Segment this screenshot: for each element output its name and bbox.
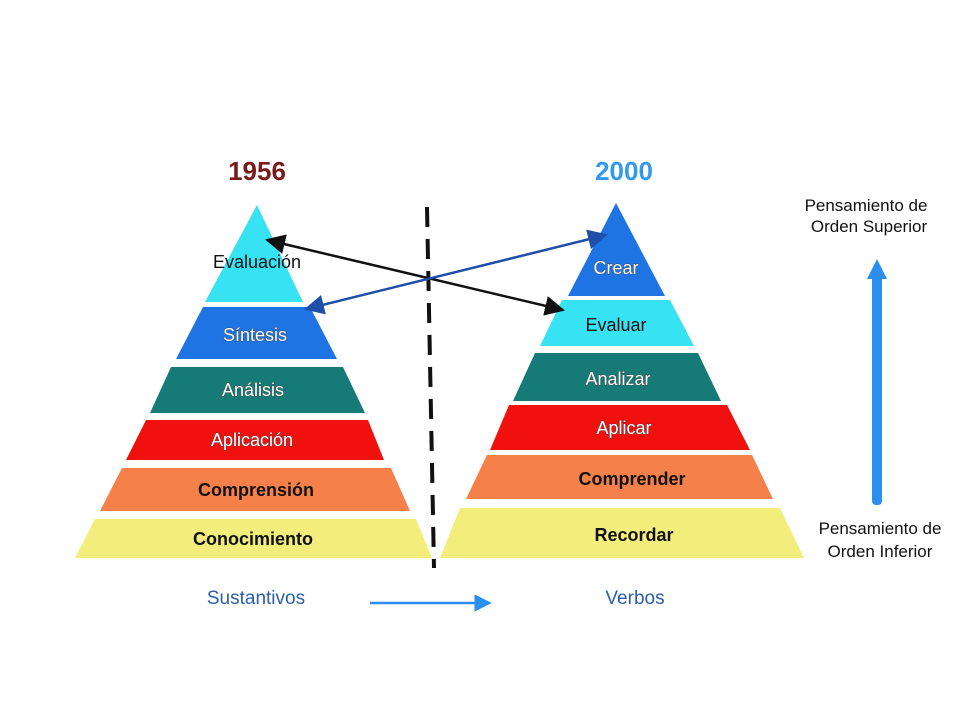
right-caption-verbos: Verbos: [605, 588, 664, 609]
right-pyramid-layer-4: [490, 405, 750, 450]
higher-order-label-line2: Orden Superior: [811, 217, 928, 236]
right-pyramid-2000: CrearEvaluarAnalizarAplicarComprenderRec…: [440, 203, 804, 558]
left-pyramid-layer-5: [100, 468, 410, 511]
left-pyramid-1956: EvaluaciónSíntesisAnálisisAplicaciónComp…: [75, 205, 432, 558]
left-pyramid-layer-2-label: Síntesis: [223, 325, 287, 345]
right-pyramid-layer-3-label: Analizar: [585, 369, 650, 389]
left-pyramid-layer-3-label: Análisis: [222, 380, 284, 400]
right-pyramid-layer-6: [440, 508, 804, 558]
lower-order-label-line1: Pensamiento de: [819, 519, 942, 538]
right-pyramid-layer-5-label: Comprender: [578, 469, 685, 489]
left-pyramid-layer-6-label: Conocimiento: [193, 529, 313, 549]
cross-arrow-evaluacion-evaluar: [265, 234, 565, 316]
lower-order-label-line2: Orden Inferior: [828, 542, 933, 561]
left-pyramid-layer-4-label: Aplicación: [211, 430, 293, 450]
left-pyramid-year: 1956: [228, 156, 286, 186]
left-pyramid-layer-2: [176, 307, 337, 359]
left-caption-sustantivos: Sustantivos: [207, 588, 305, 609]
right-pyramid-layer-3: [513, 353, 721, 401]
cross-arrow-sintesis-crear: [304, 229, 608, 315]
left-pyramid-layer-4: [126, 420, 384, 460]
left-pyramid-layer-6: [75, 519, 432, 558]
left-pyramid-layer-5-label: Comprensión: [198, 480, 314, 500]
right-pyramid-year: 2000: [595, 156, 653, 186]
higher-order-label-line1: Pensamiento de: [805, 196, 928, 215]
right-pyramid-layer-5: [466, 455, 773, 499]
left-pyramid-layer-3: [150, 367, 365, 413]
right-pyramid-layer-1: [568, 203, 665, 296]
up-arrow-icon: [867, 259, 887, 505]
right-pyramid-layer-2-label: Evaluar: [585, 315, 646, 335]
right-pyramid-layer-6-label: Recordar: [594, 525, 673, 545]
right-pyramid-layer-4-label: Aplicar: [596, 418, 651, 438]
right-pyramid-layer-1-label: Crear: [593, 258, 638, 278]
dashed-divider: [425, 206, 436, 569]
left-pyramid-layer-1-label: Evaluación: [213, 252, 301, 272]
